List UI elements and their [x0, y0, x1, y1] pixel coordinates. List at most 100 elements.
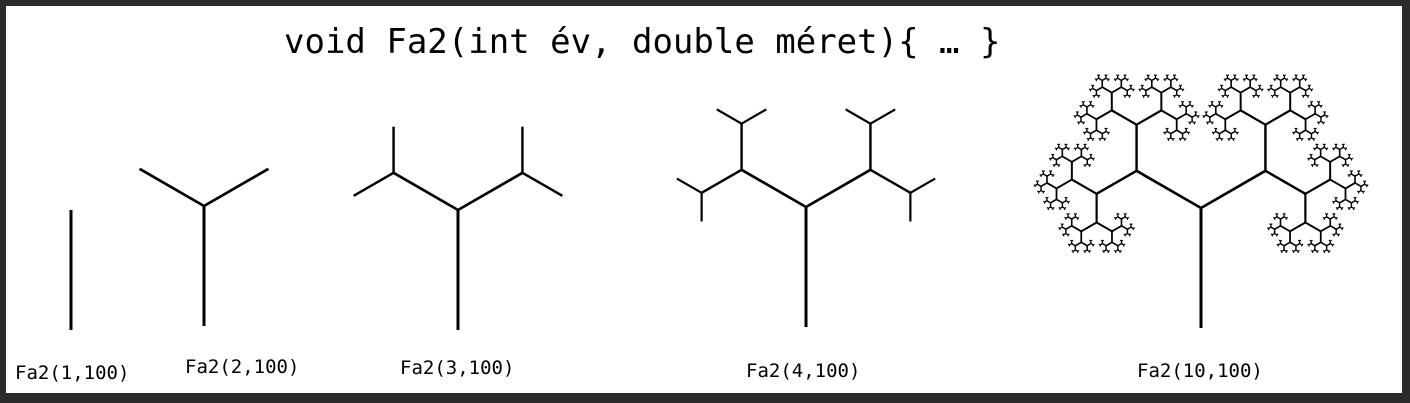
tree-branch: [1105, 74, 1108, 77]
tree-branch: [1326, 216, 1331, 220]
tree-branch: [1065, 200, 1069, 203]
tree-branch: [1096, 74, 1099, 77]
tree-branch: [1123, 233, 1126, 236]
tree-branch: [1101, 77, 1107, 81]
tree-branch: [1042, 200, 1045, 203]
tree-branch: [1274, 232, 1278, 236]
tree-branch: [138, 167, 205, 208]
tree-branch: [1099, 137, 1103, 140]
tree-branch: [1312, 163, 1316, 166]
tree-branch: [1272, 216, 1275, 219]
tree-branch: [1046, 200, 1051, 204]
tree-branch: [1139, 87, 1143, 91]
tree-branch: [1185, 130, 1189, 134]
tree-branch: [1345, 163, 1349, 166]
tree-branch: [1270, 226, 1275, 230]
tree-branch: [1354, 196, 1357, 199]
tree-branch: [1124, 94, 1128, 97]
tree-branch: [1090, 87, 1094, 91]
tree-branch: [1322, 216, 1325, 219]
tree-branch: [1270, 94, 1273, 97]
tree-branch: [1360, 183, 1365, 187]
tree-branch: [1170, 129, 1178, 135]
tree-branch: [1209, 113, 1217, 118]
tree-branch: [1070, 239, 1072, 242]
tree-branch: [1041, 170, 1044, 172]
tree-branch: [1307, 243, 1310, 246]
tree-branch: [1090, 243, 1094, 246]
tree-branch: [1061, 155, 1073, 163]
tree-branch: [1166, 127, 1169, 130]
tree-branch: [1121, 243, 1125, 246]
tree-branch: [1218, 87, 1222, 91]
tree-branch: [1098, 77, 1103, 81]
tree-branch: [1324, 212, 1327, 215]
tree-branch: [1060, 223, 1063, 226]
tree-branch: [1323, 143, 1326, 146]
tree-branch: [1098, 137, 1101, 140]
tree-branch: [1307, 104, 1310, 107]
tree-branch: [1111, 241, 1119, 247]
tree-branch: [1249, 86, 1257, 92]
tree-branch: [1221, 104, 1224, 107]
tree-branch: [1087, 147, 1089, 150]
tree-branch: [1313, 127, 1316, 130]
tree-branch: [1065, 216, 1069, 219]
tree-branch: [1249, 77, 1255, 81]
tree-branch: [1046, 207, 1049, 209]
tree-branch: [1059, 226, 1063, 229]
tree-branch: [1082, 121, 1085, 124]
tree-branch: [1345, 157, 1350, 161]
tree-branch: [701, 168, 743, 194]
tree-branch: [1090, 100, 1093, 103]
tree-branch: [1326, 115, 1329, 117]
tree-branch: [1189, 120, 1193, 124]
tree-branch: [1335, 146, 1341, 151]
tree-branch: [1082, 100, 1085, 103]
tree-branch: [1326, 249, 1330, 252]
tree-branch: [1182, 130, 1187, 135]
tree-branch: [1203, 114, 1207, 117]
tree-branch: [1105, 249, 1109, 252]
tree-branch: [1331, 200, 1334, 203]
tree-branch: [1129, 233, 1132, 236]
tree-branch: [1295, 77, 1301, 81]
tree-branch: [1310, 249, 1313, 252]
tree-branch: [1178, 94, 1181, 97]
tree-branch: [1294, 127, 1297, 130]
tree-branch: [1255, 78, 1258, 81]
tree-branch: [1335, 143, 1338, 146]
function-signature: void Fa2(int év, double méret){ … }: [284, 22, 1001, 62]
tree-branch: [1270, 84, 1273, 87]
tree-branch: [1215, 104, 1220, 108]
tree-branch: [1121, 216, 1126, 220]
tree-branch: [1360, 190, 1364, 193]
tree-branch: [1069, 243, 1073, 246]
tree-branch: [1209, 104, 1213, 107]
tree-branch: [1303, 94, 1306, 97]
tree-branch: [1347, 173, 1350, 176]
tree-branch: [1120, 77, 1126, 81]
tree-branch: [1304, 221, 1322, 233]
tree-branch: [1333, 216, 1337, 219]
tree-branch: [1189, 100, 1192, 103]
tree-branch: [1155, 74, 1158, 77]
tree-branch: [1311, 100, 1314, 103]
tree-branch: [1299, 77, 1304, 81]
tree-branch: [1270, 87, 1276, 92]
tree-branch: [1096, 94, 1099, 97]
tree-branch: [869, 168, 911, 194]
caption-tree-4: Fa2(4,100): [746, 360, 861, 382]
tree-branch: [353, 171, 395, 197]
tree-branch: [1059, 206, 1063, 209]
tree-branch: [457, 171, 524, 212]
tree-branch: [1093, 94, 1097, 97]
tree-branch: [1096, 77, 1099, 81]
tree-branch: [1202, 115, 1205, 117]
tree-branch: [1086, 104, 1091, 108]
tree-branch: [1121, 225, 1128, 230]
tree-branch: [1205, 114, 1211, 118]
tree-branch: [1269, 84, 1272, 87]
tree-branch: [1180, 84, 1183, 87]
tree-branch: [1328, 239, 1331, 242]
